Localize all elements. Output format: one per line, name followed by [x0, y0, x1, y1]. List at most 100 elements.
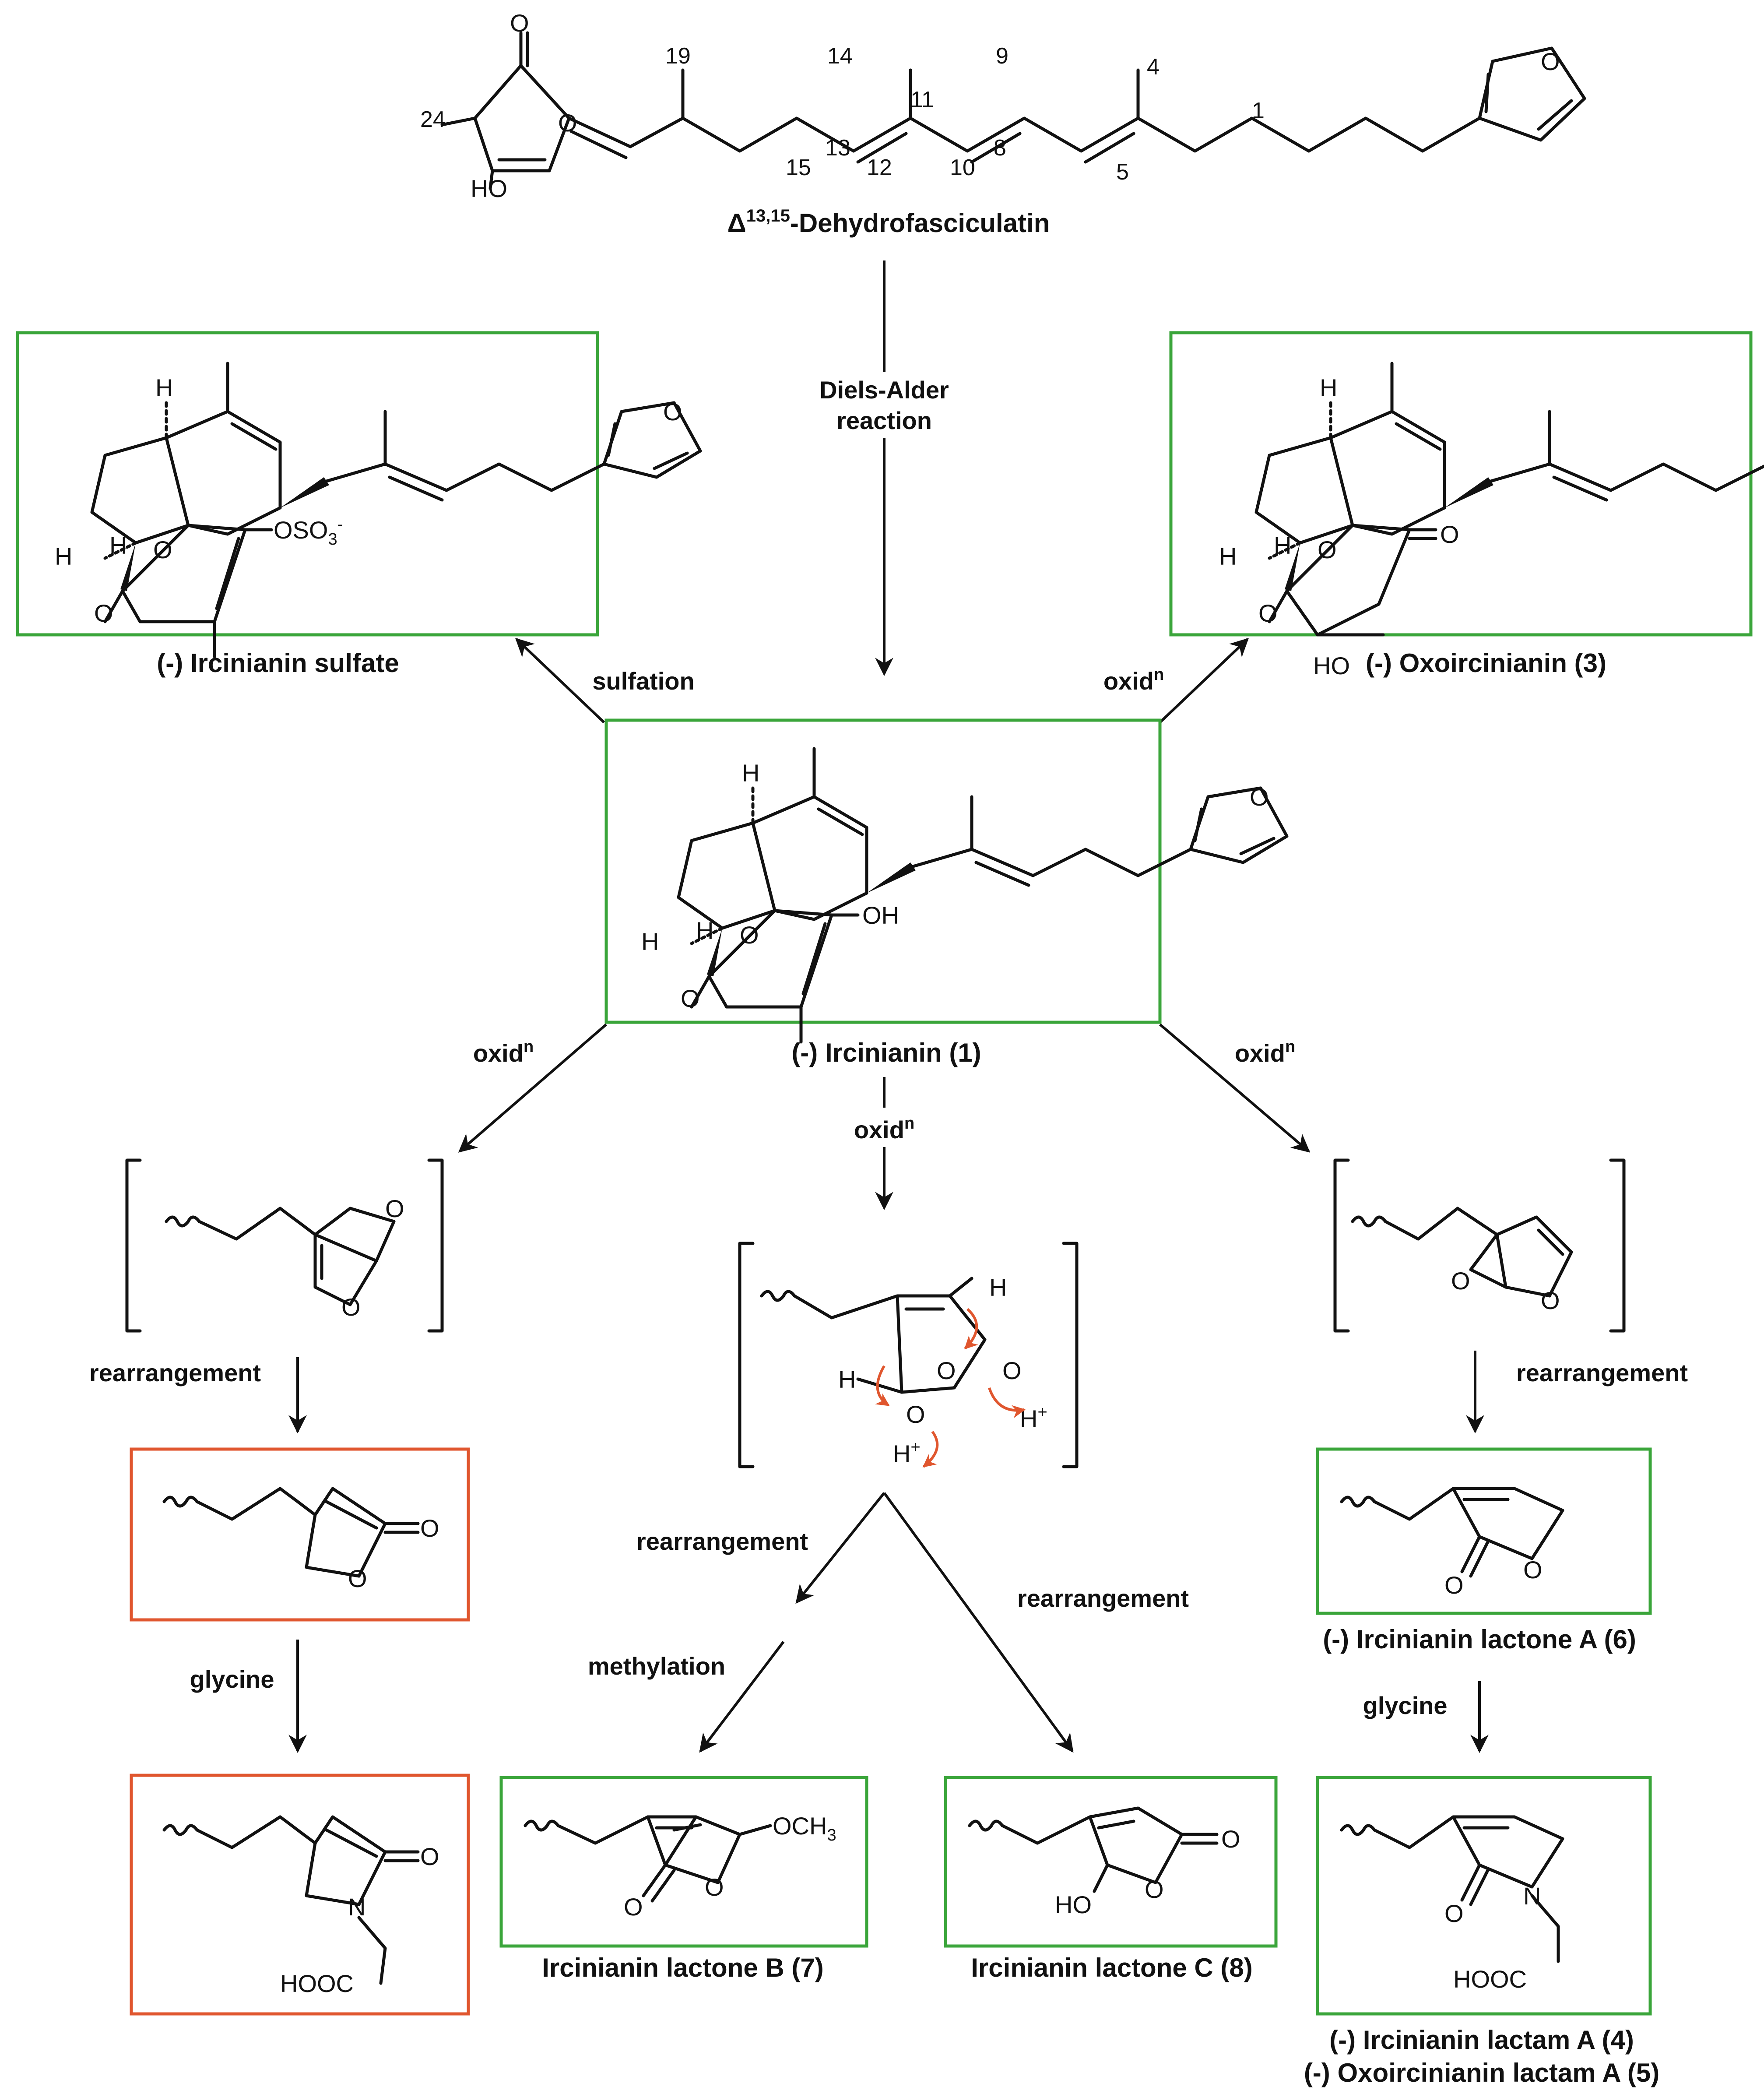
- oxoircinianin-box: [1169, 331, 1753, 637]
- svg-text:O: O: [906, 1401, 925, 1428]
- svg-text:H: H: [1320, 374, 1337, 401]
- left-lactam-box: [130, 1774, 470, 2016]
- svg-text:OH: OH: [862, 901, 899, 929]
- svg-text:O: O: [663, 398, 682, 426]
- atom-number-11: 11: [910, 87, 934, 113]
- svg-text:O: O: [1440, 521, 1459, 548]
- svg-text:O: O: [1221, 1825, 1240, 1853]
- svg-text:O: O: [153, 536, 172, 563]
- svg-text:HO: HO: [1055, 1891, 1092, 1918]
- svg-text:O: O: [1444, 1900, 1464, 1927]
- rearrangement-label-right: rearrangement: [1516, 1359, 1688, 1387]
- svg-text:O: O: [341, 1293, 361, 1321]
- ring-o: O: [558, 109, 577, 137]
- svg-text:OCH3: OCH3: [773, 1812, 836, 1844]
- svg-text:O: O: [420, 1843, 439, 1870]
- atom-number-4: 4: [1147, 54, 1160, 80]
- ircinianin-structure: H H H O O OH O: [641, 749, 1287, 1044]
- svg-text:O: O: [1002, 1357, 1022, 1384]
- lactone-b-structure: O O OCH3: [524, 1812, 836, 1921]
- oxidation-arrow-top-right: [1159, 638, 1249, 724]
- svg-text:O: O: [681, 985, 700, 1012]
- atom-number-10: 10: [950, 155, 975, 180]
- rearrangement-label-center-left: rearrangement: [636, 1527, 808, 1555]
- sulfation-arrow: [515, 638, 605, 724]
- diels-alder-label-line2: reaction: [836, 407, 932, 434]
- ircinianin-name: (-) Ircinianin (1): [791, 1038, 981, 1067]
- lactam-a-name: (-) Ircinianin lactam A (4): [1329, 2025, 1634, 2055]
- atom-number-1: 1: [1252, 98, 1265, 123]
- atom-number-12: 12: [867, 155, 892, 180]
- svg-text:HO: HO: [1313, 652, 1350, 679]
- svg-text:H: H: [742, 759, 759, 787]
- svg-text:O: O: [420, 1514, 439, 1542]
- svg-text:HOOC: HOOC: [280, 1970, 354, 1997]
- svg-text:H: H: [838, 1365, 856, 1393]
- svg-text:O: O: [1145, 1876, 1164, 1903]
- top-compound-structure: O O HO O 24 19 14 9 4 1 11 15 13 12 10 8…: [420, 9, 1586, 202]
- top-compound-name: Δ13,15-Dehydrofasciculatin: [727, 206, 1050, 238]
- methylation-arrow: [699, 1641, 785, 1753]
- sulfation-label: sulfation: [592, 667, 694, 695]
- oxoircinianin-structure: H H H O O O HO O: [1219, 363, 1764, 679]
- hydroxyl-label: HO: [471, 175, 507, 202]
- svg-text:O: O: [1541, 1287, 1560, 1314]
- carbonyl-o: O: [510, 9, 529, 37]
- oxidation-label-right: oxidn: [1235, 1038, 1295, 1067]
- lactone-b-name: Ircinianin lactone B (7): [542, 1953, 823, 1982]
- svg-text:O: O: [385, 1195, 404, 1222]
- svg-text:O: O: [740, 921, 759, 949]
- atom-number-13: 13: [825, 135, 850, 161]
- oxidation-arrow-left: [458, 1023, 607, 1153]
- oxidation-label-top-right: oxidn: [1103, 665, 1164, 695]
- lactone-a-structure: O O: [1340, 1487, 1564, 1599]
- left-butenolide-structure: O O: [162, 1487, 439, 1592]
- glycine-label-left: glycine: [190, 1665, 274, 1693]
- svg-text:H: H: [155, 374, 173, 401]
- svg-text:O: O: [624, 1893, 643, 1921]
- atom-number-19: 19: [665, 43, 691, 69]
- svg-text:N: N: [348, 1893, 365, 1921]
- oxo-lactam-a-name: (-) Oxoircinianin lactam A (5): [1304, 2058, 1659, 2087]
- rearrangement-label-left: rearrangement: [89, 1359, 261, 1387]
- svg-text:O: O: [937, 1357, 956, 1384]
- svg-text:O: O: [1318, 536, 1337, 563]
- left-epoxide-intermediate: O O: [125, 1158, 444, 1333]
- svg-text:HOOC: HOOC: [1453, 1965, 1527, 1993]
- oxidation-arrow-right: [1159, 1023, 1311, 1153]
- ircinianin-box: [604, 718, 1162, 1024]
- ircinianin-sulfate-name: (-) Ircinianin sulfate: [157, 648, 399, 678]
- svg-text:H: H: [696, 917, 713, 944]
- svg-text:O: O: [1444, 1571, 1464, 1599]
- center-dioxetane-intermediate: H H O O O H+ H+: [738, 1242, 1079, 1468]
- atom-number-14: 14: [827, 43, 853, 69]
- lactam-a-structure: O N HOOC: [1340, 1815, 1564, 1993]
- svg-text:O: O: [705, 1873, 724, 1901]
- rearrangement-arrow-center-right: [883, 1492, 1074, 1753]
- atom-number-5: 5: [1116, 159, 1129, 185]
- lactone-a-box: [1316, 1447, 1652, 1615]
- diels-alder-label-line1: Diels-Alder: [819, 376, 949, 404]
- svg-text:O: O: [1258, 599, 1278, 627]
- svg-text:H+: H+: [893, 1438, 921, 1468]
- left-lactam-structure: O N HOOC: [162, 1815, 439, 1997]
- lactone-c-name: Ircinianin lactone C (8): [971, 1953, 1252, 1982]
- svg-text:OSO3-: OSO3-: [274, 515, 343, 549]
- lactone-a-name: (-) Ircinianin lactone A (6): [1323, 1625, 1636, 1654]
- lactam-a-box: [1316, 1776, 1652, 2016]
- ircinianin-sulfate-box: [16, 331, 599, 637]
- lactone-b-box: [499, 1776, 868, 1948]
- svg-text:H: H: [109, 531, 127, 559]
- ircinianin-sulfate-structure: H H H O O O OSO3-: [55, 363, 700, 658]
- oxidation-label-left: oxidn: [473, 1038, 534, 1067]
- svg-text:H: H: [989, 1274, 1007, 1301]
- svg-text:H: H: [1219, 542, 1237, 570]
- svg-text:H: H: [55, 542, 72, 570]
- atom-number-15: 15: [786, 155, 811, 180]
- svg-text:O: O: [1250, 783, 1269, 811]
- svg-text:O: O: [1451, 1267, 1470, 1295]
- svg-text:H+: H+: [1020, 1403, 1047, 1432]
- atom-number-9: 9: [996, 43, 1009, 69]
- oxoircinianin-name: (-) Oxoircinianin (3): [1366, 648, 1606, 678]
